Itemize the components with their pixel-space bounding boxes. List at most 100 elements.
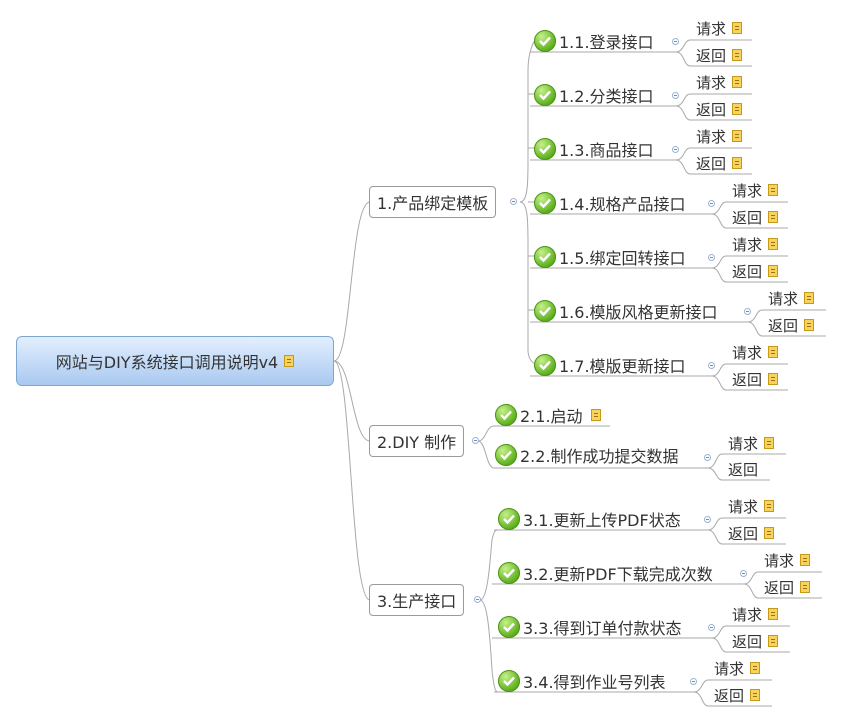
collapse-icon[interactable]: [708, 254, 715, 261]
collapse-icon[interactable]: [704, 516, 711, 523]
node-1-4[interactable]: 1.4.规格产品接口: [534, 190, 686, 216]
leaf-response[interactable]: 返回: [732, 260, 779, 282]
node-label: 2.1.启动: [520, 407, 583, 426]
leaf-response[interactable]: 返回: [768, 314, 815, 336]
leaf-request[interactable]: 请求: [732, 179, 779, 201]
node-3-2[interactable]: 3.2.更新PDF下载完成次数: [498, 560, 713, 586]
collapse-icon[interactable]: [690, 678, 697, 685]
leaf-label: 返回: [728, 460, 759, 479]
leaf-label: 返回: [732, 208, 763, 227]
leaf-label: 返回: [732, 370, 763, 389]
node-2-1[interactable]: 2.1.启动: [495, 402, 601, 428]
leaf-request[interactable]: 请求: [768, 287, 815, 309]
node-label: 1.6.模版风格更新接口: [559, 303, 718, 322]
note-icon[interactable]: [764, 437, 775, 449]
note-icon[interactable]: [768, 238, 779, 250]
leaf-request[interactable]: 请求: [728, 432, 775, 454]
node-2-2[interactable]: 2.2.制作成功提交数据: [495, 442, 679, 468]
node-3-1[interactable]: 3.1.更新上传PDF状态: [498, 506, 681, 532]
leaf-request[interactable]: 请求: [714, 657, 761, 679]
leaf-response[interactable]: 返回: [728, 458, 758, 480]
collapse-icon[interactable]: [474, 596, 481, 603]
leaf-request[interactable]: 请求: [732, 603, 779, 625]
note-icon[interactable]: [764, 500, 775, 512]
check-icon: [534, 138, 556, 160]
node-label: 3.3.得到订单付款状态: [523, 619, 682, 638]
leaf-label: 请求: [732, 235, 763, 254]
node-1-2[interactable]: 1.2.分类接口: [534, 82, 654, 108]
leaf-label: 请求: [728, 497, 759, 516]
note-icon[interactable]: [768, 373, 779, 385]
note-icon[interactable]: [768, 211, 779, 223]
note-icon[interactable]: [800, 581, 811, 593]
note-icon[interactable]: [750, 689, 761, 701]
node-1-5[interactable]: 1.5.绑定回转接口: [534, 244, 686, 270]
note-icon[interactable]: [732, 103, 743, 115]
check-icon: [534, 300, 556, 322]
note-icon[interactable]: [768, 608, 779, 620]
collapse-icon[interactable]: [708, 362, 715, 369]
root-topic[interactable]: 网站与DIY系统接口调用说明v4: [16, 336, 334, 386]
note-icon[interactable]: [804, 319, 815, 331]
leaf-label: 返回: [696, 100, 727, 119]
leaf-label: 请求: [728, 434, 759, 453]
note-icon[interactable]: [750, 662, 761, 674]
leaf-request[interactable]: 请求: [728, 495, 775, 517]
leaf-label: 请求: [732, 181, 763, 200]
collapse-icon[interactable]: [472, 437, 479, 444]
collapse-icon[interactable]: [744, 308, 751, 315]
leaf-request[interactable]: 请求: [696, 17, 743, 39]
note-icon[interactable]: [732, 130, 743, 142]
note-icon[interactable]: [768, 635, 779, 647]
note-icon[interactable]: [768, 265, 779, 277]
leaf-request[interactable]: 请求: [732, 341, 779, 363]
leaf-response[interactable]: 返回: [714, 684, 761, 706]
node-1-3[interactable]: 1.3.商品接口: [534, 136, 654, 162]
branch-1[interactable]: 1.产品绑定模板: [369, 186, 497, 218]
collapse-icon[interactable]: [740, 570, 747, 577]
node-1-6[interactable]: 1.6.模版风格更新接口: [534, 298, 718, 324]
leaf-response[interactable]: 返回: [732, 206, 779, 228]
collapse-icon[interactable]: [510, 198, 517, 205]
note-icon[interactable]: [732, 49, 743, 61]
collapse-icon[interactable]: [672, 92, 679, 99]
branch-2[interactable]: 2.DIY 制作: [369, 425, 465, 457]
node-3-3[interactable]: 3.3.得到订单付款状态: [498, 614, 682, 640]
node-label: 1.2.分类接口: [559, 87, 654, 106]
collapse-icon[interactable]: [708, 200, 715, 207]
note-icon[interactable]: [590, 409, 601, 421]
note-icon[interactable]: [764, 527, 775, 539]
collapse-icon[interactable]: [672, 38, 679, 45]
leaf-response[interactable]: 返回: [696, 152, 743, 174]
collapse-icon[interactable]: [704, 454, 711, 461]
note-icon[interactable]: [768, 346, 779, 358]
note-icon[interactable]: [284, 355, 295, 367]
note-icon[interactable]: [804, 292, 815, 304]
node-3-4[interactable]: 3.4.得到作业号列表: [498, 668, 666, 694]
leaf-response[interactable]: 返回: [732, 630, 779, 652]
leaf-request[interactable]: 请求: [732, 233, 779, 255]
node-1-1[interactable]: 1.1.登录接口: [534, 28, 654, 54]
note-icon[interactable]: [732, 76, 743, 88]
leaf-response[interactable]: 返回: [728, 522, 775, 544]
leaf-label: 返回: [696, 154, 727, 173]
leaf-response[interactable]: 返回: [696, 98, 743, 120]
leaf-request[interactable]: 请求: [696, 71, 743, 93]
node-1-7[interactable]: 1.7.模版更新接口: [534, 352, 686, 378]
leaf-response[interactable]: 返回: [732, 368, 779, 390]
branch-3[interactable]: 3.生产接口: [369, 584, 465, 616]
check-icon: [498, 616, 520, 638]
branch-label: 2.DIY 制作: [377, 433, 457, 452]
root-topic-label: 网站与DIY系统接口调用说明v4: [55, 353, 279, 372]
leaf-request[interactable]: 请求: [696, 125, 743, 147]
note-icon[interactable]: [732, 157, 743, 169]
leaf-response[interactable]: 返回: [696, 44, 743, 66]
collapse-icon[interactable]: [708, 624, 715, 631]
note-icon[interactable]: [768, 184, 779, 196]
leaf-request[interactable]: 请求: [764, 549, 811, 571]
leaf-response[interactable]: 返回: [764, 576, 811, 598]
note-icon[interactable]: [732, 22, 743, 34]
note-icon[interactable]: [800, 554, 811, 566]
collapse-icon[interactable]: [672, 146, 679, 153]
